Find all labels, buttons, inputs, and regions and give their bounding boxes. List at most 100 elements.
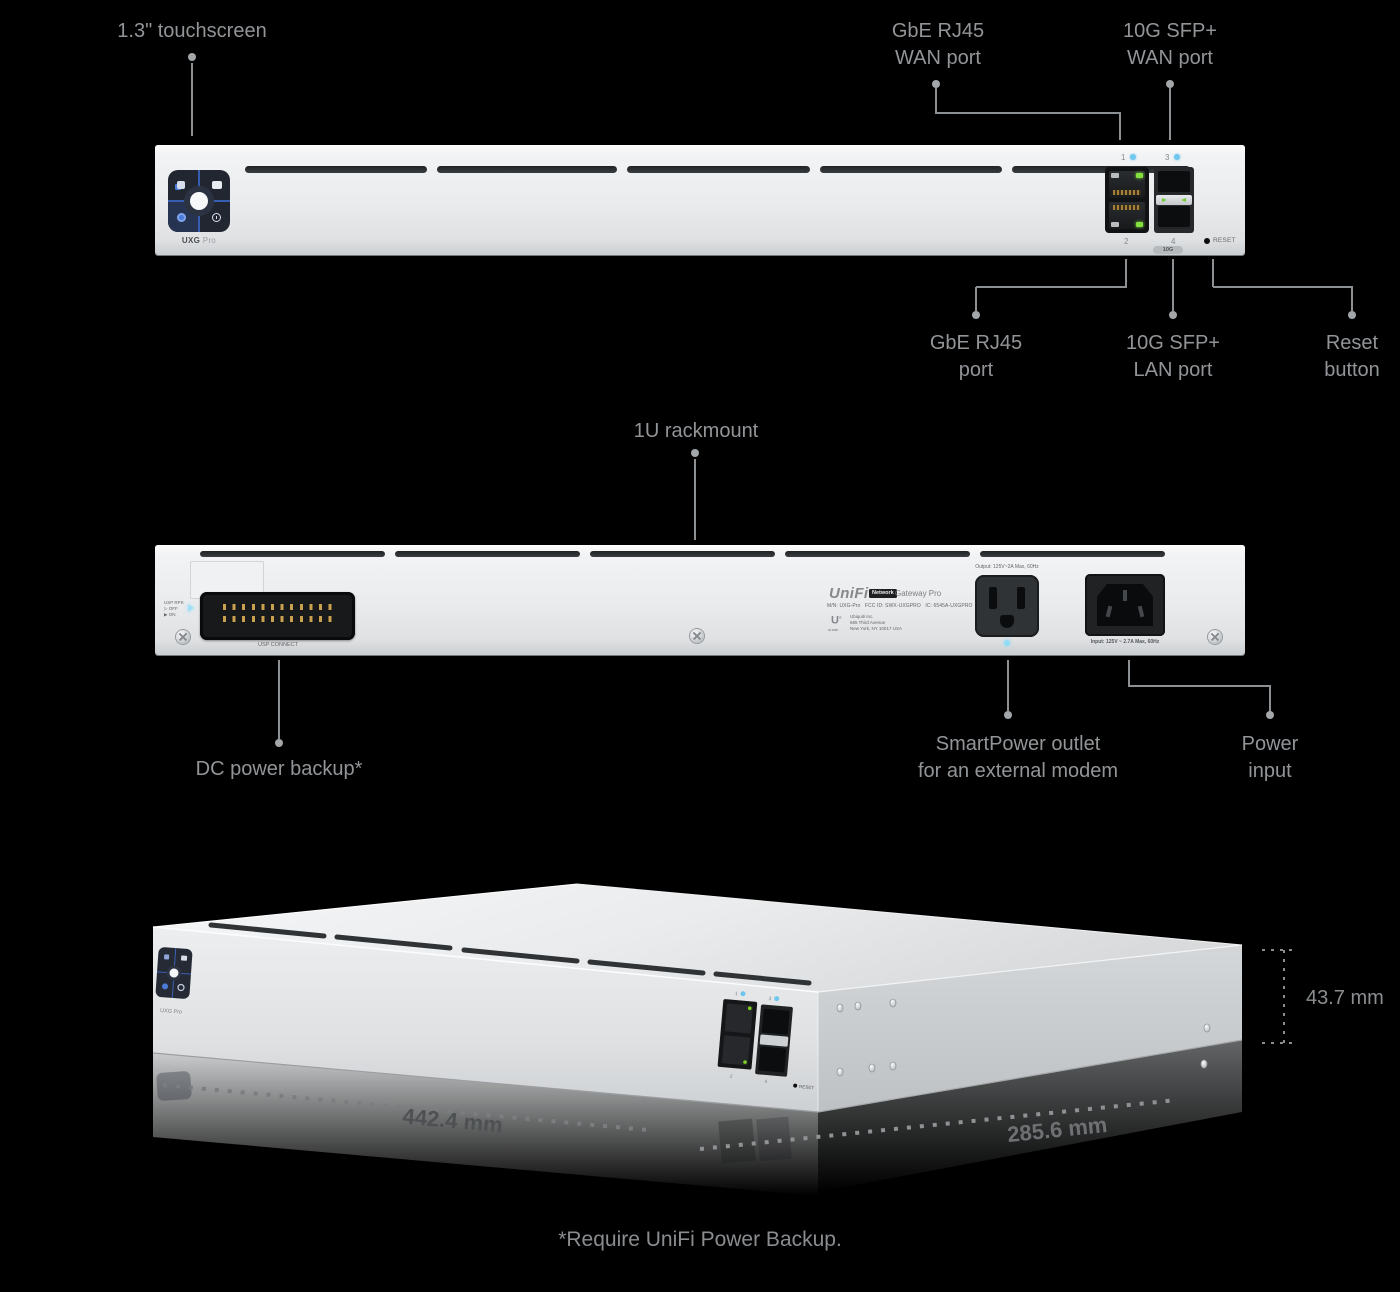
- iso-top-face: [153, 884, 1242, 992]
- vent-slot: [590, 551, 775, 557]
- iso-ports: 1 3 2 4 RESET: [717, 991, 815, 1090]
- input-rating-label: Input: 125V ~ 2.7A Max, 60Hz: [1090, 639, 1160, 645]
- svg-text:4: 4: [764, 1079, 768, 1085]
- footnote: *Require UniFi Power Backup.: [558, 1228, 842, 1251]
- rj45-port-2: [1109, 202, 1145, 229]
- usp-connect-label: USP CONNECT: [258, 642, 298, 648]
- iso-screws: [836, 998, 1211, 1077]
- leader-line: [278, 660, 280, 739]
- leader-dot: [1169, 311, 1177, 319]
- info-icon: [212, 213, 221, 222]
- height-dimension-bracket: [1262, 949, 1296, 1044]
- outlet-status-led: [1004, 640, 1010, 646]
- vent-slot: [437, 166, 617, 173]
- port-number-2: 2: [1124, 237, 1129, 246]
- leader-line: [694, 459, 696, 540]
- modem-icon: [212, 181, 222, 189]
- isometric-view: UXG Pro 1 3 2 4 RESET: [152, 883, 1384, 1196]
- iso-vent-slots: [208, 922, 812, 986]
- unifi-logo: UniFi®: [829, 585, 871, 602]
- network-badge: Network: [869, 589, 897, 598]
- svg-text:RESET: RESET: [799, 1084, 815, 1090]
- leader-line: [935, 88, 937, 113]
- callout-dc-power-backup: DC power backup*: [195, 758, 363, 780]
- leader-line: [1169, 88, 1171, 140]
- ui-com-label: ui.com: [828, 628, 839, 632]
- ubiquiti-u-logo: U®: [831, 614, 842, 627]
- leader-dot: [691, 449, 699, 457]
- iso-model-label: UXG Pro: [160, 1008, 182, 1016]
- rj45-port-1: [1109, 171, 1145, 198]
- sfp-port-3: [1158, 171, 1190, 194]
- reset-button[interactable]: [1204, 238, 1210, 244]
- leader-line: [1172, 259, 1174, 311]
- touchscreen-display: [168, 170, 230, 232]
- port1-led: [1130, 154, 1136, 160]
- sfp-port-4: [1158, 206, 1190, 229]
- unifi-power-icon: [190, 192, 208, 210]
- regulatory-line: M/N: UXG-Pro FCC ID: SWX-UXGPRO IC: 6545…: [827, 603, 973, 609]
- thumbs-up-icon: [177, 181, 185, 189]
- leader-line: [1212, 259, 1214, 287]
- leader-line: [1129, 685, 1271, 687]
- callout-smartpower-outlet: SmartPower outlet for an external modem: [917, 733, 1119, 782]
- power-inlet-c14: [1085, 574, 1165, 636]
- port-number-1: 1: [1121, 153, 1126, 162]
- sfp-latch: [1156, 195, 1192, 205]
- leader-line: [1007, 660, 1009, 711]
- dc-power-connector: [200, 592, 355, 640]
- smartpower-outlet: [975, 575, 1039, 637]
- leader-dot: [972, 311, 980, 319]
- screw: [176, 630, 190, 644]
- globe-icon: [177, 213, 186, 222]
- leader-dot: [1166, 80, 1174, 88]
- leader-line: [935, 112, 1121, 114]
- vent-slot: [785, 551, 970, 557]
- height-dimension-label: 43.7 mm: [1306, 987, 1384, 1009]
- reflection-ports: [718, 1118, 756, 1164]
- model-label: UXG Pro: [181, 236, 217, 245]
- leader-line: [1213, 286, 1353, 288]
- leader-line: [976, 286, 1127, 288]
- callout-gbe-lan-port: GbE RJ45 port: [929, 332, 1023, 381]
- iso-right-face: [818, 945, 1242, 1112]
- port-number-3: 3: [1165, 153, 1170, 162]
- 10g-badge: 10G: [1153, 246, 1183, 254]
- reset-label: RESET: [1213, 237, 1236, 244]
- iso-touchscreen: [155, 947, 193, 999]
- manufacturer-address: Ubiquiti Inc. 685 Third Avenue New York,…: [850, 614, 902, 631]
- vent-slot: [820, 166, 1002, 173]
- callout-gbe-wan-port: GbE RJ45 WAN port: [891, 20, 985, 69]
- leader-line: [1269, 686, 1271, 712]
- usp-rps-label: USP RPS ▷ OFF ▶ ON: [164, 600, 184, 617]
- dc-connector-pins: [220, 604, 336, 628]
- leader-line: [1351, 287, 1353, 311]
- reflection-screen: [156, 1071, 192, 1101]
- vent-slot: [1012, 166, 1190, 173]
- screw: [1208, 630, 1222, 644]
- iso-front-face: [153, 927, 818, 1112]
- leader-dot: [1004, 711, 1012, 719]
- width-dimension-line: [162, 1083, 649, 1132]
- svg-text:2: 2: [729, 1074, 733, 1080]
- leader-line: [975, 287, 977, 311]
- rj45-port-stack: [1105, 167, 1149, 233]
- callout-sfp-wan-port: 10G SFP+ WAN port: [1123, 20, 1217, 69]
- screw: [690, 629, 704, 643]
- usp-rps-led: [188, 604, 194, 612]
- vent-slot: [627, 166, 810, 173]
- leader-dot: [188, 53, 196, 61]
- callout-rackmount: 1U rackmount: [633, 420, 759, 442]
- callout-power-input: Power input: [1241, 733, 1299, 782]
- leader-line: [1119, 113, 1121, 140]
- vent-slot: [245, 166, 427, 173]
- depth-dimension-line: [699, 1098, 1178, 1151]
- leader-dot: [932, 80, 940, 88]
- reflection-front: [153, 1053, 818, 1196]
- leader-dot: [1348, 311, 1356, 319]
- port-number-4: 4: [1171, 237, 1176, 246]
- port3-led: [1174, 154, 1180, 160]
- svg-text:3: 3: [768, 996, 772, 1002]
- svg-text:1: 1: [735, 991, 739, 997]
